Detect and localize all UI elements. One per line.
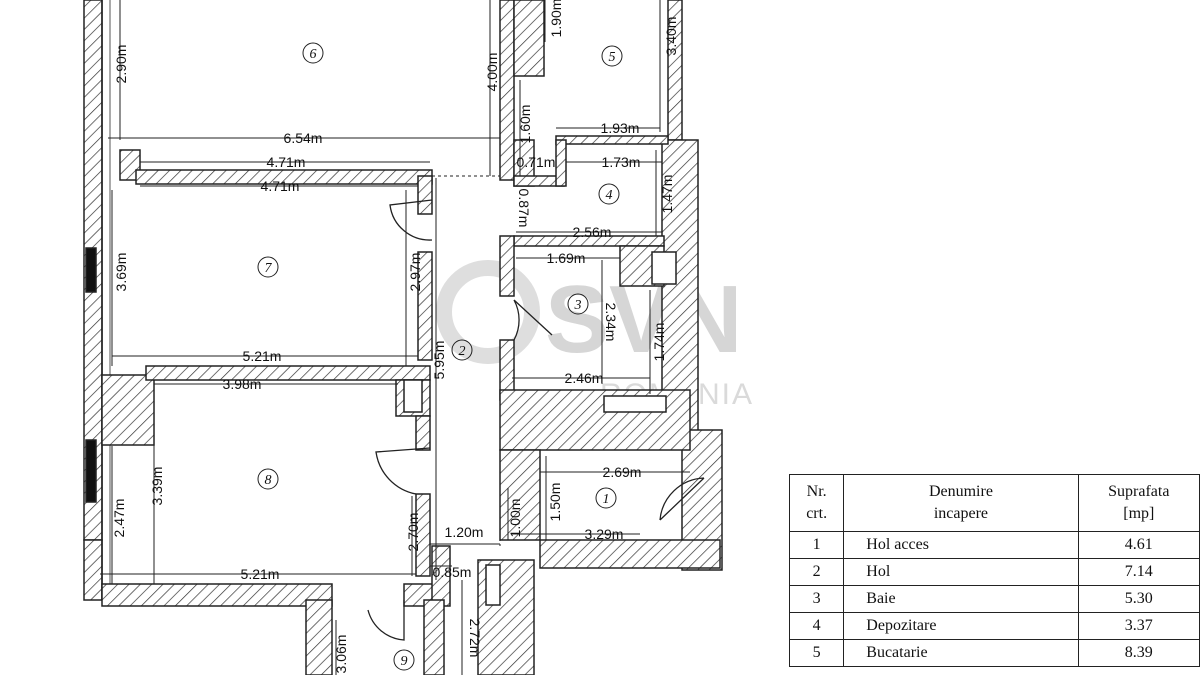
dim-0-85: 0.85m [433,564,472,580]
dim-2-90: 2.90m [113,45,129,84]
doors [367,199,705,641]
dim-1-73: 1.73m [602,154,641,170]
dim-4-00: 4.00m [484,53,500,92]
dim-0-87: 0.87m [516,189,532,228]
room-label-6: 6 [302,42,324,64]
svg-text:7: 7 [265,261,273,276]
header-nr: Nr.crt. [788,474,845,532]
cell-area: 7.14 [1077,558,1200,586]
dim-1-47: 1.47m [659,175,675,214]
cell-area: 5.30 [1077,585,1200,613]
dim-3-06: 3.06m [333,635,349,674]
dim-1-90: 1.90m [548,0,564,37]
table-row: 1 Hol acces 4.61 [788,531,1200,559]
dim-3-39: 3.39m [149,467,165,506]
dim-2-69: 2.69m [603,464,642,480]
room-label-1: 1 [595,487,617,509]
room-labels: 1 2 3 4 5 6 7 8 [257,42,623,671]
dim-2-46: 2.46m [565,370,604,386]
room-label-4: 4 [598,183,620,205]
dim-1-00: 1.00m [507,499,523,538]
dim-4-71-bottom: 4.71m [261,178,300,194]
dim-2-34: 2.34m [603,303,619,342]
svg-text:8: 8 [265,473,272,488]
cell-name: Baie [843,585,1079,613]
dim-4-71-top: 4.71m [267,154,306,170]
cell-nr: 5 [788,639,845,667]
dim-5-21-bottom: 5.21m [241,566,280,582]
cell-nr: 2 [788,558,845,586]
cell-nr: 4 [788,612,845,640]
dim-1-60: 1.60m [517,105,533,144]
svg-text:6: 6 [310,47,317,62]
svg-text:5: 5 [609,50,616,65]
cell-area: 8.39 [1077,639,1200,667]
dim-5-95: 5.95m [431,341,447,380]
dimension-labels: 2.90m 4.00m 1.90m 3.40m 6.54m 1.60m 1.93… [111,0,679,673]
dim-1-74: 1.74m [651,323,667,362]
dim-1-69: 1.69m [547,250,586,266]
dim-2-70: 2.70m [405,513,421,552]
cell-area: 4.61 [1077,531,1200,559]
room-label-2: 2 [451,339,473,361]
dim-3-98: 3.98m [223,376,262,392]
header-area: Suprafata[mp] [1077,474,1200,532]
table-row: 2 Hol 7.14 [788,558,1200,586]
dim-2-56: 2.56m [573,224,612,240]
table-row: 3 Baie 5.30 [788,585,1200,613]
dimension-lines [100,0,690,675]
cell-name: Hol acces [843,531,1079,559]
walls [83,0,723,675]
room-label-9: 9 [393,649,415,671]
room-label-8: 8 [257,468,279,490]
dim-3-40: 3.40m [663,17,679,56]
room-label-3: 3 [567,293,589,315]
room-label-7: 7 [257,256,279,278]
dim-0-71: 0.71m [517,154,556,170]
cell-area: 3.37 [1077,612,1200,640]
dim-1-93: 1.93m [601,120,640,136]
dim-5-21-top: 5.21m [243,348,282,364]
cell-name: Depozitare [843,612,1079,640]
cell-name: Bucatarie [843,639,1079,667]
dim-1-50: 1.50m [547,483,563,522]
table-row: 5 Bucatarie 8.39 [788,639,1200,667]
svg-text:1: 1 [603,492,610,507]
cell-nr: 1 [788,531,845,559]
svg-text:9: 9 [401,654,408,669]
cell-nr: 3 [788,585,845,613]
room-label-5: 5 [601,45,623,67]
svg-text:2: 2 [459,344,466,359]
dim-6-54: 6.54m [284,130,323,146]
dim-1-20: 1.20m [445,524,484,540]
svg-text:3: 3 [574,298,582,313]
dim-2-72: 2.72m [467,619,483,658]
dim-3-69: 3.69m [113,253,129,292]
cell-name: Hol [843,558,1079,586]
svg-text:4: 4 [606,188,613,203]
dim-2-97: 2.97m [407,253,423,292]
table-row: 4 Depozitare 3.37 [788,612,1200,640]
dim-2-47: 2.47m [111,499,127,538]
dim-3-29: 3.29m [585,526,624,542]
